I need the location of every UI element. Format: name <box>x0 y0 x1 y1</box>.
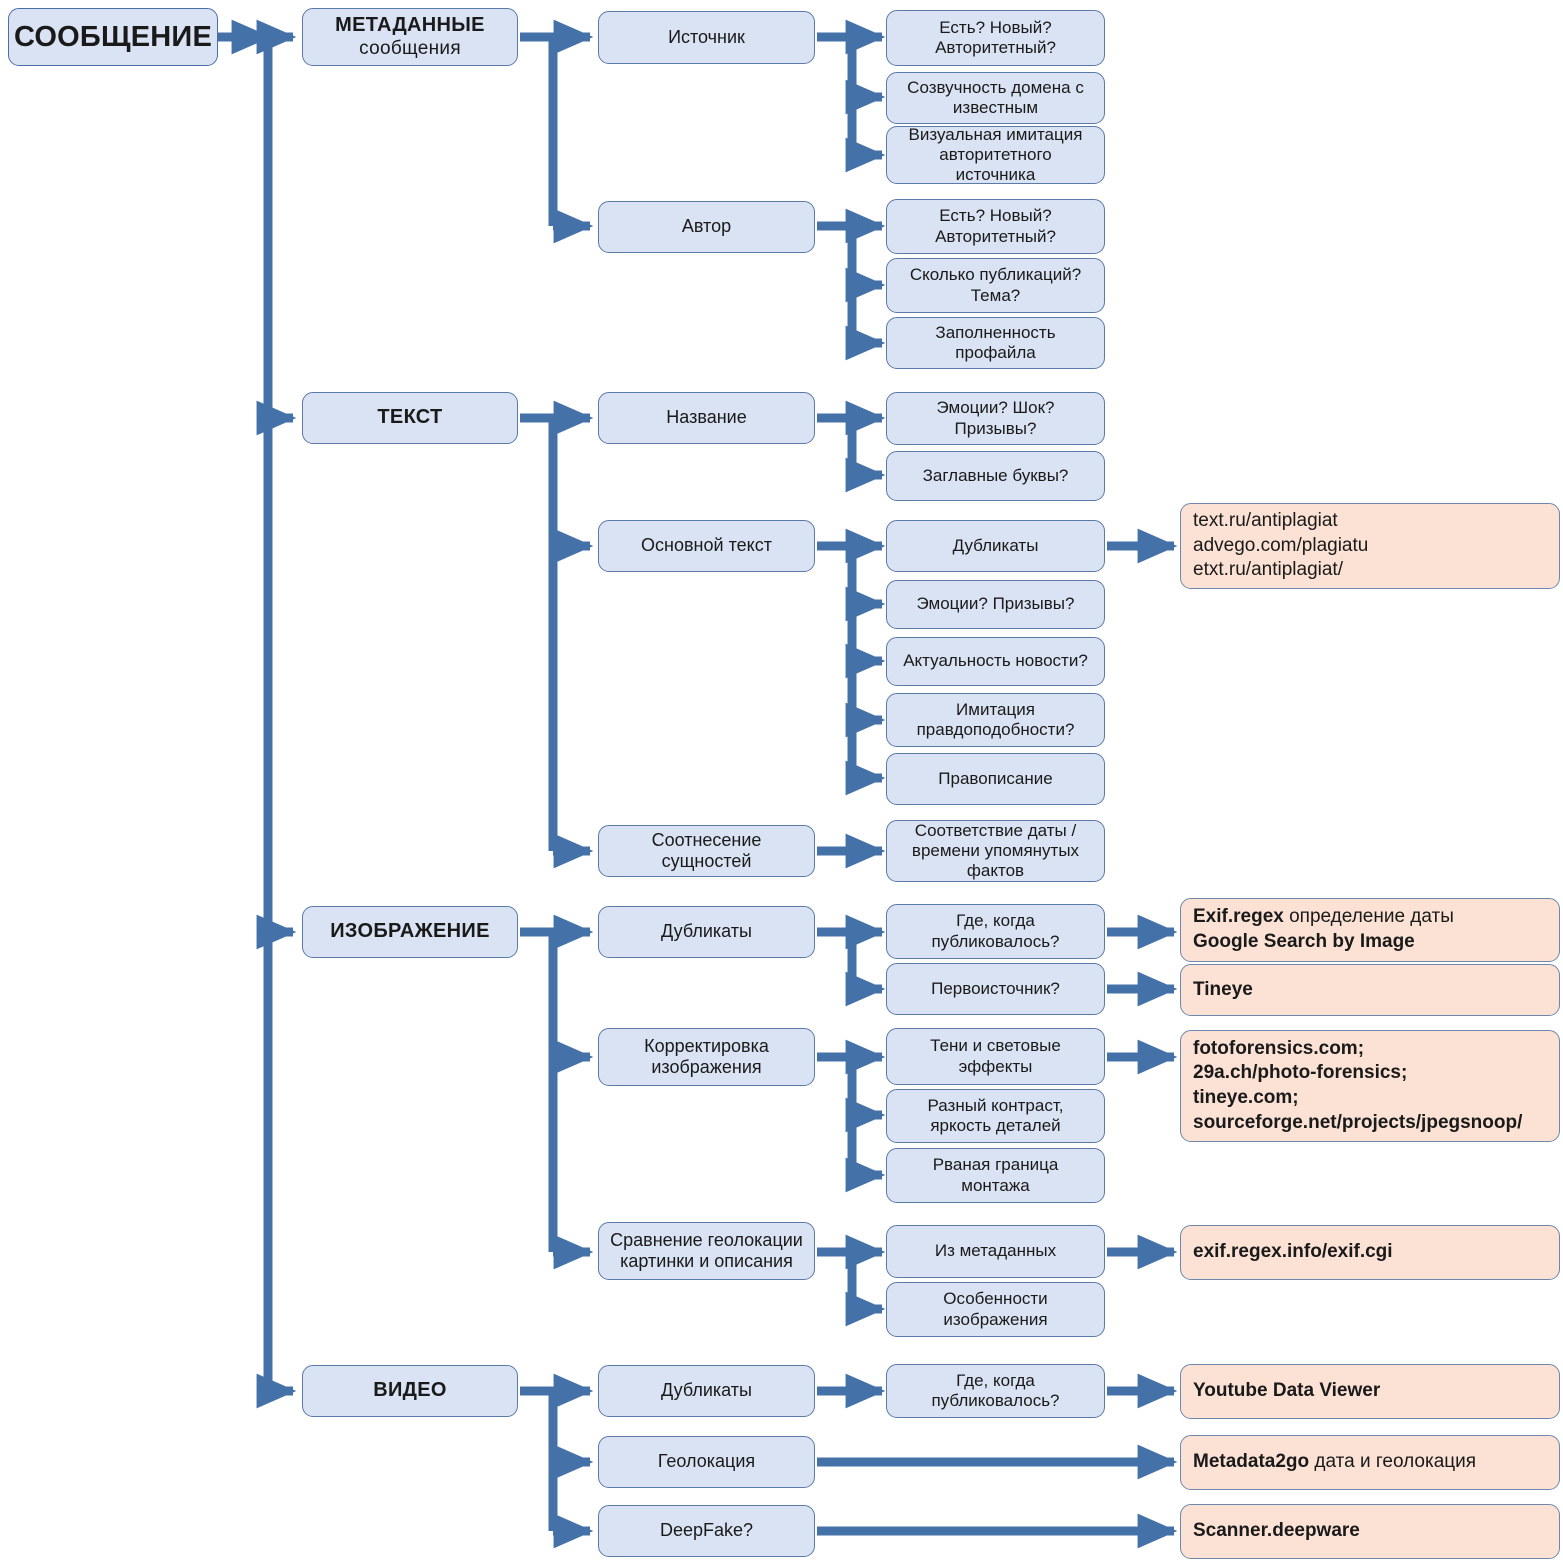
category-node-metadata[interactable]: МЕТАДАННЫЕ сообщения <box>302 8 518 66</box>
node-text-duplicates[interactable]: Дубликаты <box>886 520 1105 572</box>
tool-box-antiplagiat[interactable]: text.ru/antiplagiat advego.com/plagiatu … <box>1180 503 1560 589</box>
node-entity-matching[interactable]: Соотнесение сущностей <box>598 825 815 877</box>
node-text-plausibility-imitation[interactable]: Имитация правдоподобности? <box>886 693 1105 747</box>
category-sublabel-metadata: сообщения <box>359 37 461 59</box>
node-text-spelling[interactable]: Правописание <box>886 753 1105 805</box>
tool-lines: Youtube Data Viewer <box>1193 1379 1547 1404</box>
tool-line: 29a.ch/photo-forensics; <box>1193 1062 1408 1084</box>
tool-line: tineye.com; <box>1193 1087 1299 1108</box>
node-source[interactable]: Источник <box>598 11 815 64</box>
node-image-contrast-brightness[interactable]: Разный контраст, яркость деталей <box>886 1089 1105 1143</box>
tool-box-metadata2go[interactable]: Metadata2go дата и геолокация <box>1180 1435 1560 1490</box>
node-image-montage-border[interactable]: Рваная граница монтажа <box>886 1148 1105 1203</box>
tool-lines: text.ru/antiplagiat advego.com/plagiatu … <box>1193 509 1547 583</box>
node-video-geolocation[interactable]: Геолокация <box>598 1436 815 1488</box>
node-video-duplicates[interactable]: Дубликаты <box>598 1365 815 1417</box>
node-image-correction[interactable]: Корректировка изображения <box>598 1028 815 1086</box>
node-image-original-source[interactable]: Первоисточник? <box>886 963 1105 1015</box>
tool-box-scanner-deepware[interactable]: Scanner.deepware <box>1180 1504 1560 1559</box>
node-video-deepfake[interactable]: DeepFake? <box>598 1505 815 1557</box>
tool-box-tineye[interactable]: Tineye <box>1180 964 1560 1016</box>
node-text-emotions[interactable]: Эмоции? Призывы? <box>886 580 1105 629</box>
tool-line: fotoforensics.com; <box>1193 1037 1365 1059</box>
node-image-features[interactable]: Особенности изображения <box>886 1282 1105 1337</box>
tool-line: exif.regex.info/exif.cgi <box>1193 1241 1393 1263</box>
node-author-profile-completeness[interactable]: Заполненность профайла <box>886 317 1105 369</box>
tool-line: Tineye <box>1193 978 1253 1000</box>
tool-line: Youtube Data Viewer <box>1193 1380 1381 1402</box>
node-main-text[interactable]: Основной текст <box>598 520 815 572</box>
tool-lines: Tineye <box>1193 978 1547 1003</box>
node-image-geolocation[interactable]: Сравнение геолокации картинки и описания <box>598 1222 815 1280</box>
tool-line: sourceforge.net/projects/jpegsnoop/ <box>1193 1111 1523 1133</box>
tool-box-exif-cgi[interactable]: exif.regex.info/exif.cgi <box>1180 1225 1560 1280</box>
tool-lines: exif.regex.info/exif.cgi <box>1193 1240 1547 1265</box>
tool-box-photo-forensics[interactable]: fotoforensics.com; 29a.ch/photo-forensic… <box>1180 1030 1560 1142</box>
tool-line: Metadata2go дата и геолокация <box>1193 1451 1477 1473</box>
node-author-publication-count[interactable]: Сколько публикаций? Тема? <box>886 258 1105 313</box>
root-label: СООБЩЕНИЕ <box>14 20 213 53</box>
node-author-exists[interactable]: Есть? Новый? Авторитетный? <box>886 199 1105 254</box>
node-source-visual-imitation[interactable]: Визуальная имитация авторитетного источн… <box>886 125 1105 184</box>
category-node-video[interactable]: ВИДЕО <box>302 1365 518 1417</box>
tool-line: Google Search by Image <box>1193 931 1415 952</box>
category-label-image: ИЗОБРАЖЕНИЕ <box>330 920 490 943</box>
node-image-from-metadata[interactable]: Из метаданных <box>886 1225 1105 1278</box>
tool-box-youtube-data-viewer[interactable]: Youtube Data Viewer <box>1180 1364 1560 1419</box>
category-label-video: ВИДЕО <box>373 1379 447 1402</box>
category-node-text[interactable]: ТЕКСТ <box>302 392 518 444</box>
node-image-where-published[interactable]: Где, когда публиковалось? <box>886 904 1105 959</box>
node-title-capitals[interactable]: Заглавные буквы? <box>886 451 1105 501</box>
category-label-metadata: МЕТАДАННЫЕ <box>335 14 485 36</box>
tool-box-exif-google-search[interactable]: Exif.regex определение даты Google Searc… <box>1180 898 1560 962</box>
tool-lines: fotoforensics.com; 29a.ch/photo-forensic… <box>1193 1037 1547 1136</box>
tool-line: Exif.regex определение даты <box>1193 906 1454 928</box>
tool-lines: Exif.regex определение даты Google Searc… <box>1193 905 1547 954</box>
category-node-image[interactable]: ИЗОБРАЖЕНИЕ <box>302 906 518 958</box>
node-image-shadows-light[interactable]: Тени и световые эффекты <box>886 1028 1105 1085</box>
node-entity-datetime-match[interactable]: Соответствие даты / времени упомянутых ф… <box>886 820 1105 882</box>
tool-line: Scanner.deepware <box>1193 1520 1360 1542</box>
tool-line: etxt.ru/antiplagiat/ <box>1193 559 1343 581</box>
tool-line: advego.com/plagiatu <box>1193 534 1369 556</box>
tool-line: text.ru/antiplagiat <box>1193 509 1338 531</box>
root-node-message[interactable]: СООБЩЕНИЕ <box>8 8 218 66</box>
node-title-emotions[interactable]: Эмоции? Шок? Призывы? <box>886 392 1105 445</box>
node-source-exists[interactable]: Есть? Новый? Авторитетный? <box>886 10 1105 66</box>
node-source-domain-similarity[interactable]: Созвучность домена с известным <box>886 72 1105 124</box>
node-title[interactable]: Название <box>598 392 815 444</box>
tool-lines: Scanner.deepware <box>1193 1519 1547 1544</box>
category-label-text: ТЕКСТ <box>377 406 443 429</box>
node-author[interactable]: Автор <box>598 201 815 253</box>
node-text-news-relevance[interactable]: Актуальность новости? <box>886 637 1105 686</box>
node-image-duplicates[interactable]: Дубликаты <box>598 906 815 958</box>
tool-lines: Metadata2go дата и геолокация <box>1193 1450 1547 1475</box>
node-video-where-published[interactable]: Где, когда публиковалось? <box>886 1364 1105 1418</box>
